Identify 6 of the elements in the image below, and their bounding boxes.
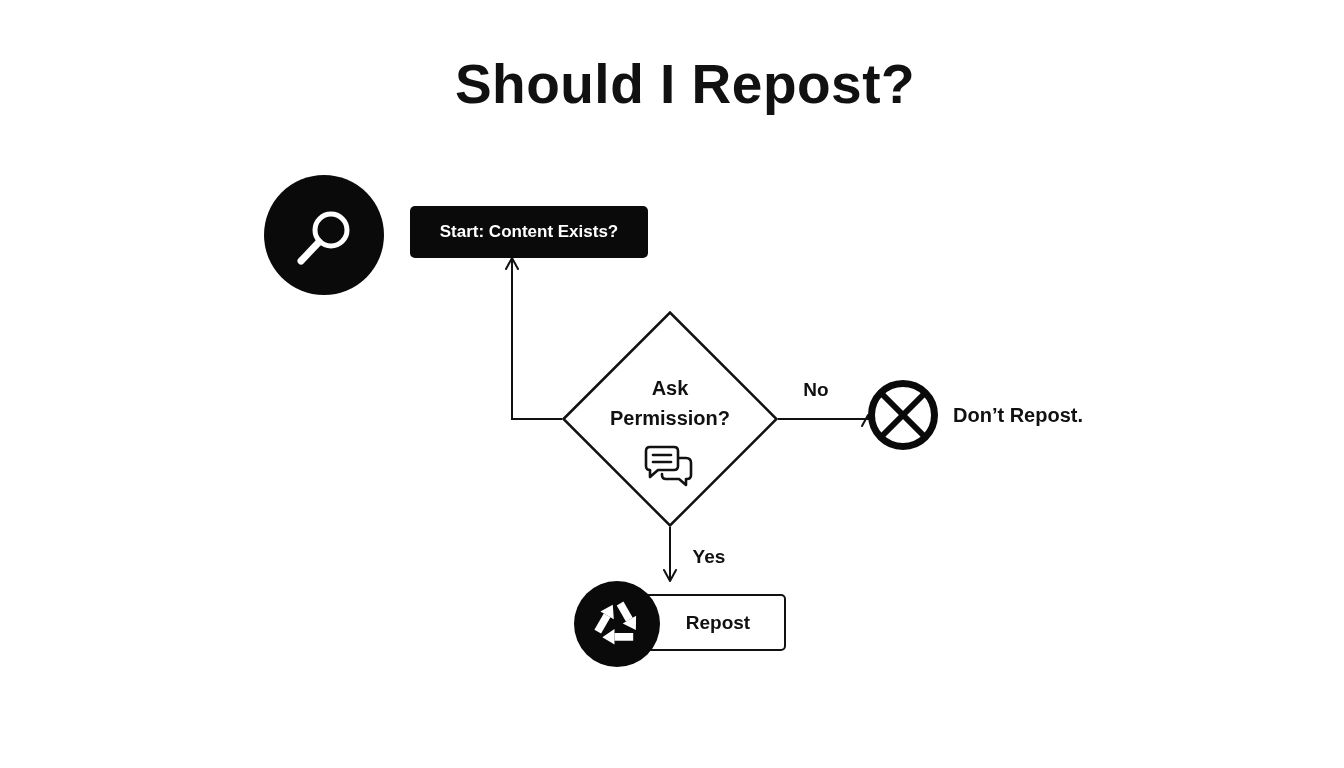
arrow xyxy=(505,257,563,420)
start-box: Start: Content Exists? xyxy=(410,206,648,258)
arrow xyxy=(663,526,677,582)
title: Should I Repost? xyxy=(453,52,917,116)
outcome-label: Don’t Repost. xyxy=(953,403,1083,427)
decision-label: Ask Permission? xyxy=(608,376,731,431)
